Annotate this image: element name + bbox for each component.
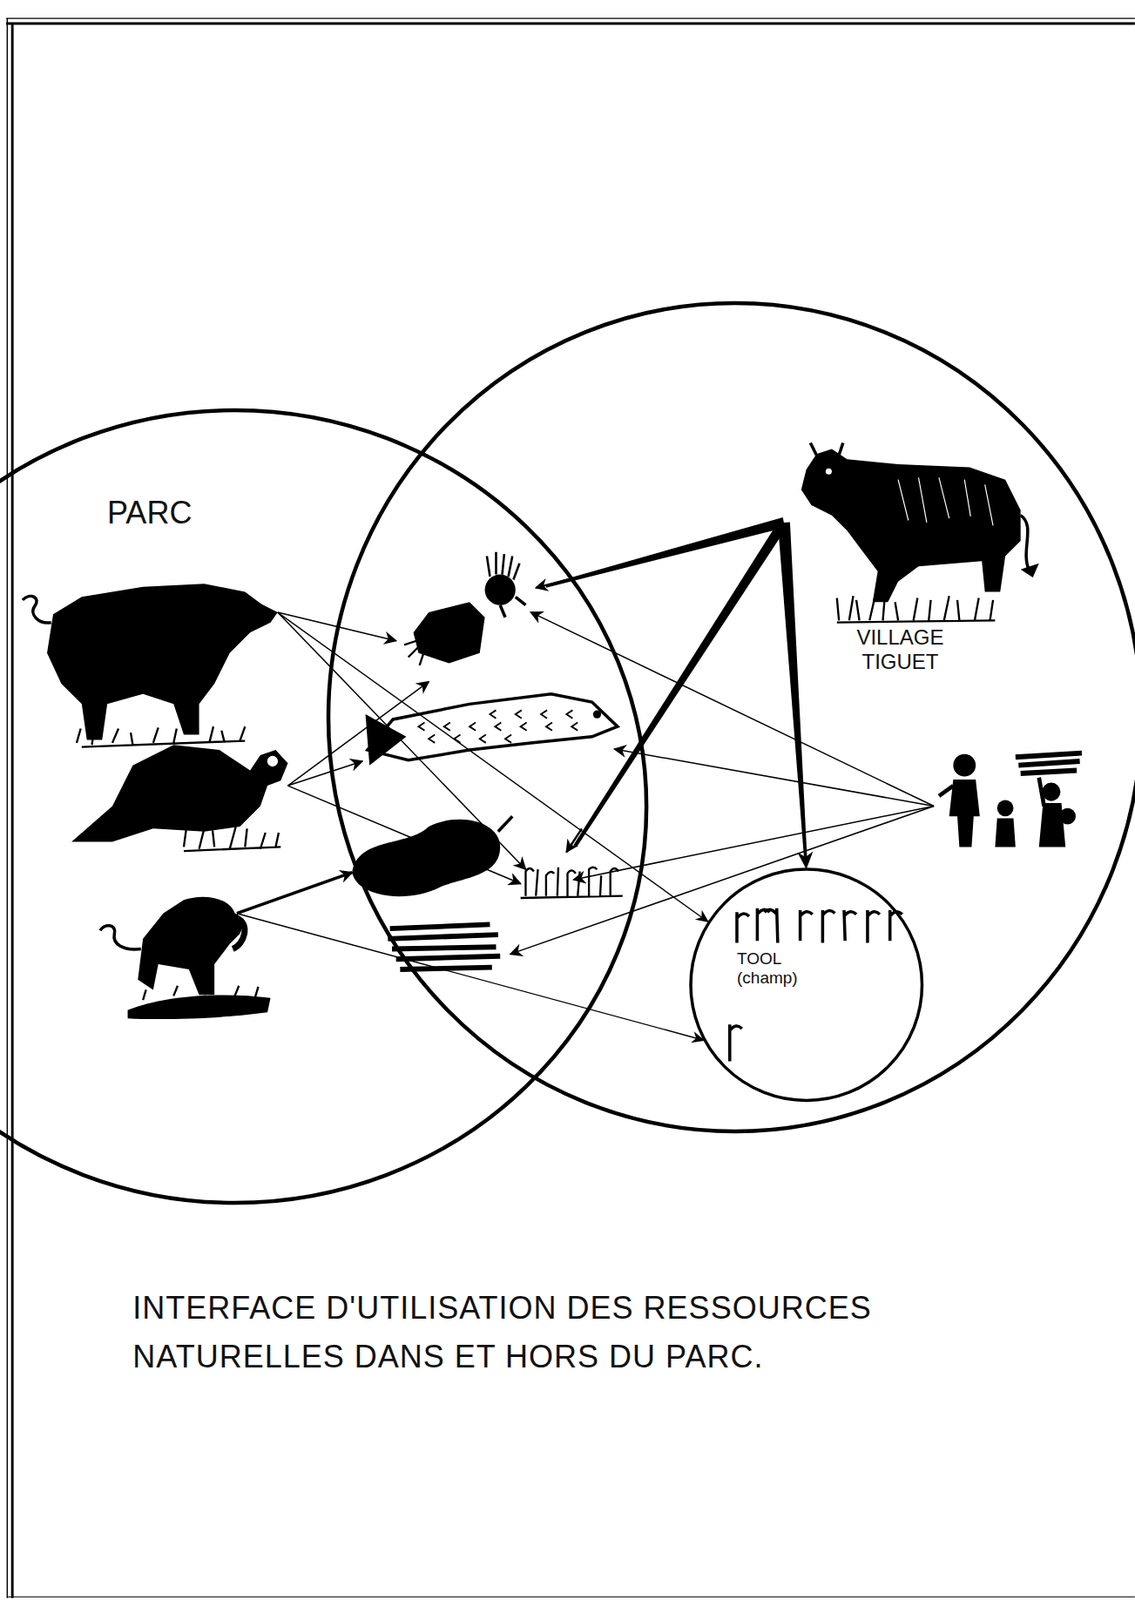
page-frame <box>6 18 1135 1599</box>
warthog-figure <box>22 583 278 747</box>
fish-resource <box>365 694 618 766</box>
region-label: VILLAGE TIGUET <box>828 625 972 674</box>
tuber-resource <box>351 816 513 897</box>
region-label: PARC <box>107 494 261 531</box>
connector-line <box>277 612 703 918</box>
connector-line <box>236 913 696 1039</box>
use-arrow <box>236 612 934 954</box>
crop-figure <box>729 908 903 1062</box>
caption: INTERFACE D'UTILISATION DES RESSOURCES N… <box>132 1283 1004 1382</box>
use-arrow <box>535 517 788 852</box>
plant-resource <box>404 552 526 666</box>
bird-figure <box>71 744 288 852</box>
region-outline <box>689 867 925 1103</box>
connector-arrow <box>236 913 706 1044</box>
region-outline <box>326 301 1135 1134</box>
connector-line <box>777 521 808 858</box>
arrow-head <box>695 910 710 923</box>
people-figure <box>939 753 1082 848</box>
region-outline <box>328 303 1135 1132</box>
connector-arrow <box>777 521 813 869</box>
field-circle: TOOL (champ) <box>689 867 925 1103</box>
field-label: TOOL (champ) <box>736 949 829 988</box>
grass-resource <box>520 867 623 899</box>
region-outline <box>690 869 923 1102</box>
village-region: VILLAGE TIGUET TOOL (champ) <box>326 301 1135 1134</box>
pig-figure <box>801 442 1040 622</box>
arrow-head <box>797 851 813 870</box>
wood-resource <box>387 924 500 970</box>
